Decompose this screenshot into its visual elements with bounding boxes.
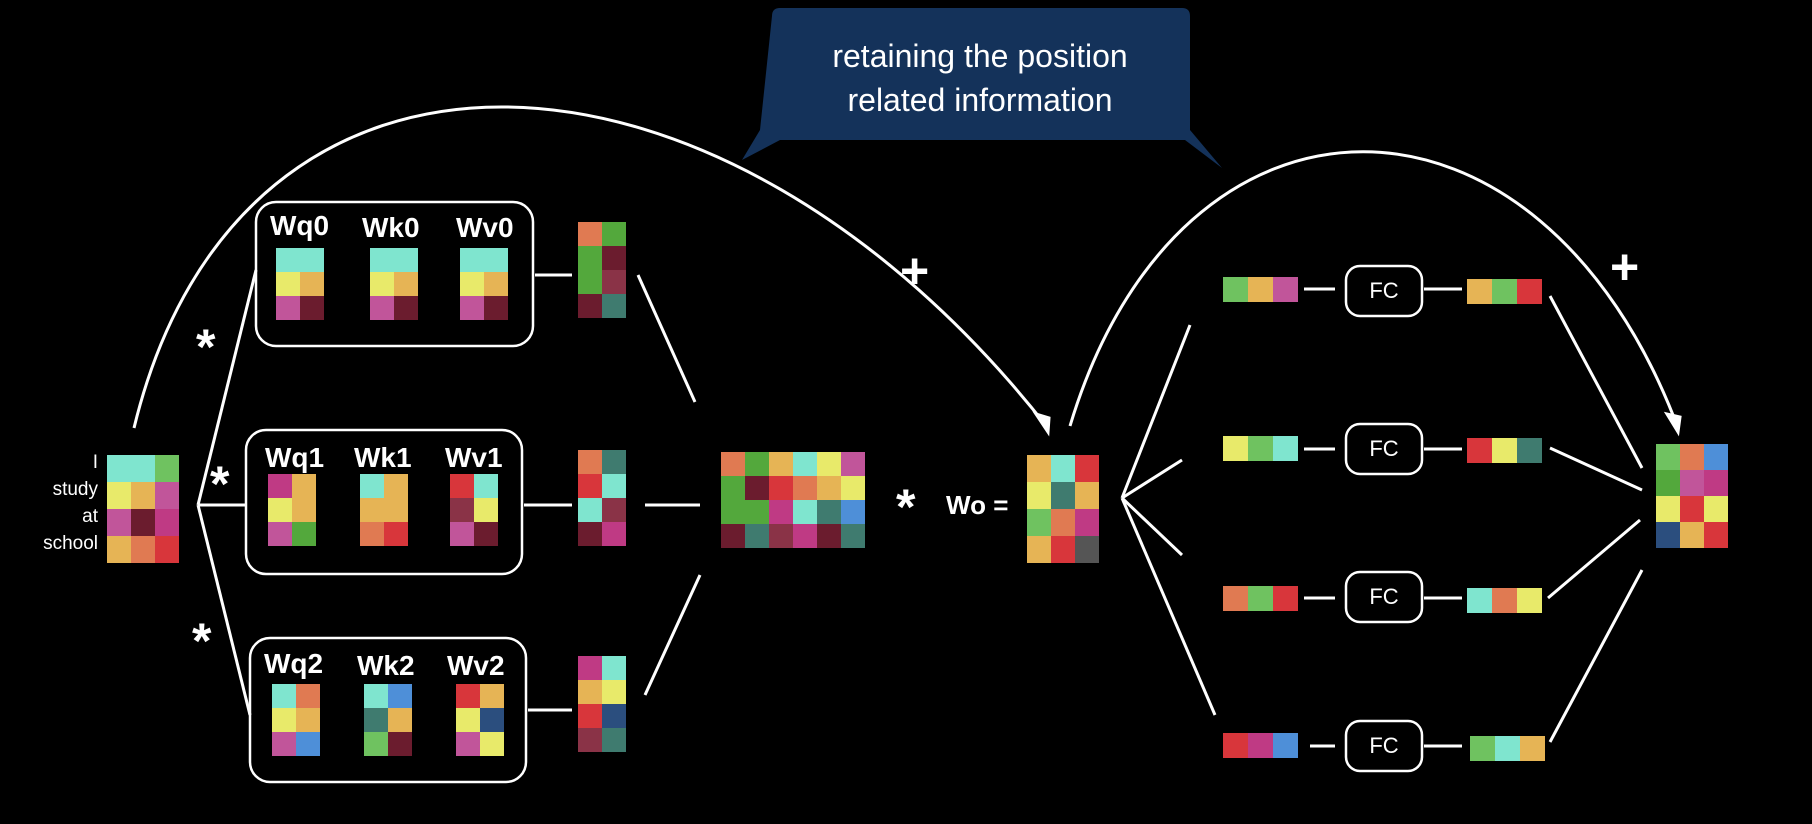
ffn-branch-3 [1120,497,1217,716]
ffn-in-3 [1223,733,1298,758]
multiply-op-head0: * [196,319,216,375]
concat-matrix [721,452,865,548]
fc-label-0: FC [1369,278,1399,303]
ffn-out-1 [1467,438,1542,463]
matrix-wq1 [268,474,316,546]
head-output-z2 [578,656,626,752]
callout-bubble [742,8,1222,168]
weight-label-wk2: Wk2 [357,650,415,681]
matrix-wq0 [276,248,324,320]
fc-label-3: FC [1369,733,1399,758]
matrix-wv1 [450,474,498,546]
concat-line-0 [636,274,697,403]
fc-label-1: FC [1369,436,1399,461]
ffn-branch-1 [1121,458,1183,500]
branch-line-head0 [196,269,258,506]
ffn-in-0 [1223,277,1298,302]
weight-label-wk1: Wk1 [354,442,412,473]
multiply-op-head1: * [210,456,230,512]
input-word-2: at [82,506,98,527]
matrix-wk1 [360,474,408,546]
input-word-0: I [92,452,98,473]
ffn-connectors [1304,287,1462,748]
weight-label-wq2: Wq2 [264,648,324,679]
matrix-wk2 [364,684,412,756]
add-op-right: + [1610,239,1640,295]
input-matrix [107,455,179,563]
fc-box-2 [1344,570,1424,624]
ffn-out-2 [1467,588,1542,613]
ffn-in-1 [1223,436,1298,461]
callout-line-1: retaining the position [832,38,1128,74]
branch-line-head2 [196,504,252,716]
input-word-3: school [43,533,98,554]
add-op-left: + [900,243,930,299]
weight-label-wv1: Wv1 [445,442,503,473]
weight-label-wk0: Wk0 [362,212,420,243]
weight-label-wv0: Wv0 [456,212,514,243]
residual-arc-left [132,105,1050,429]
callout-text: retaining the position related informati… [770,34,1190,122]
wo-label: Wo = [946,490,1008,521]
fc-label-2: FC [1369,584,1399,609]
residual-arc-right-arrowhead [1663,411,1682,437]
ffn-out-3 [1470,736,1545,761]
residual-arc-left-arrowhead [1032,411,1051,437]
callout-line-2: related information [847,82,1113,118]
fc-box-0 [1344,264,1424,318]
multiply-op-wo: * [896,479,916,535]
head-output-z1 [578,450,626,546]
attention-output [1027,455,1099,563]
input-word-1: study [52,479,98,500]
equals-sign: = [993,490,1009,520]
matrix-wq2 [272,684,320,756]
matrix-wv0 [460,248,508,320]
final-connectors [1547,295,1644,743]
head-box-2 [248,636,528,784]
weight-label-wq1: Wq1 [265,442,325,473]
ffn-branch-0 [1120,324,1192,499]
final-output [1656,444,1728,548]
ffn-branch-2 [1120,496,1184,557]
head-box-0 [254,200,535,348]
weight-label-wv2: Wv2 [447,650,505,681]
head-output-z0 [578,222,626,318]
concat-line-2 [643,574,702,696]
ffn-out-0 [1467,279,1542,304]
multiply-op-head2: * [192,613,212,669]
head-box-1 [244,428,524,576]
weight-label-wq0: Wq0 [270,210,330,241]
ffn-in-2 [1223,586,1298,611]
residual-arc-right [1068,150,1680,429]
matrix-wk0 [370,248,418,320]
matrix-wv2 [456,684,504,756]
fc-box-3 [1344,719,1424,773]
fc-box-1 [1344,422,1424,476]
wo-label-text: Wo [946,490,986,520]
